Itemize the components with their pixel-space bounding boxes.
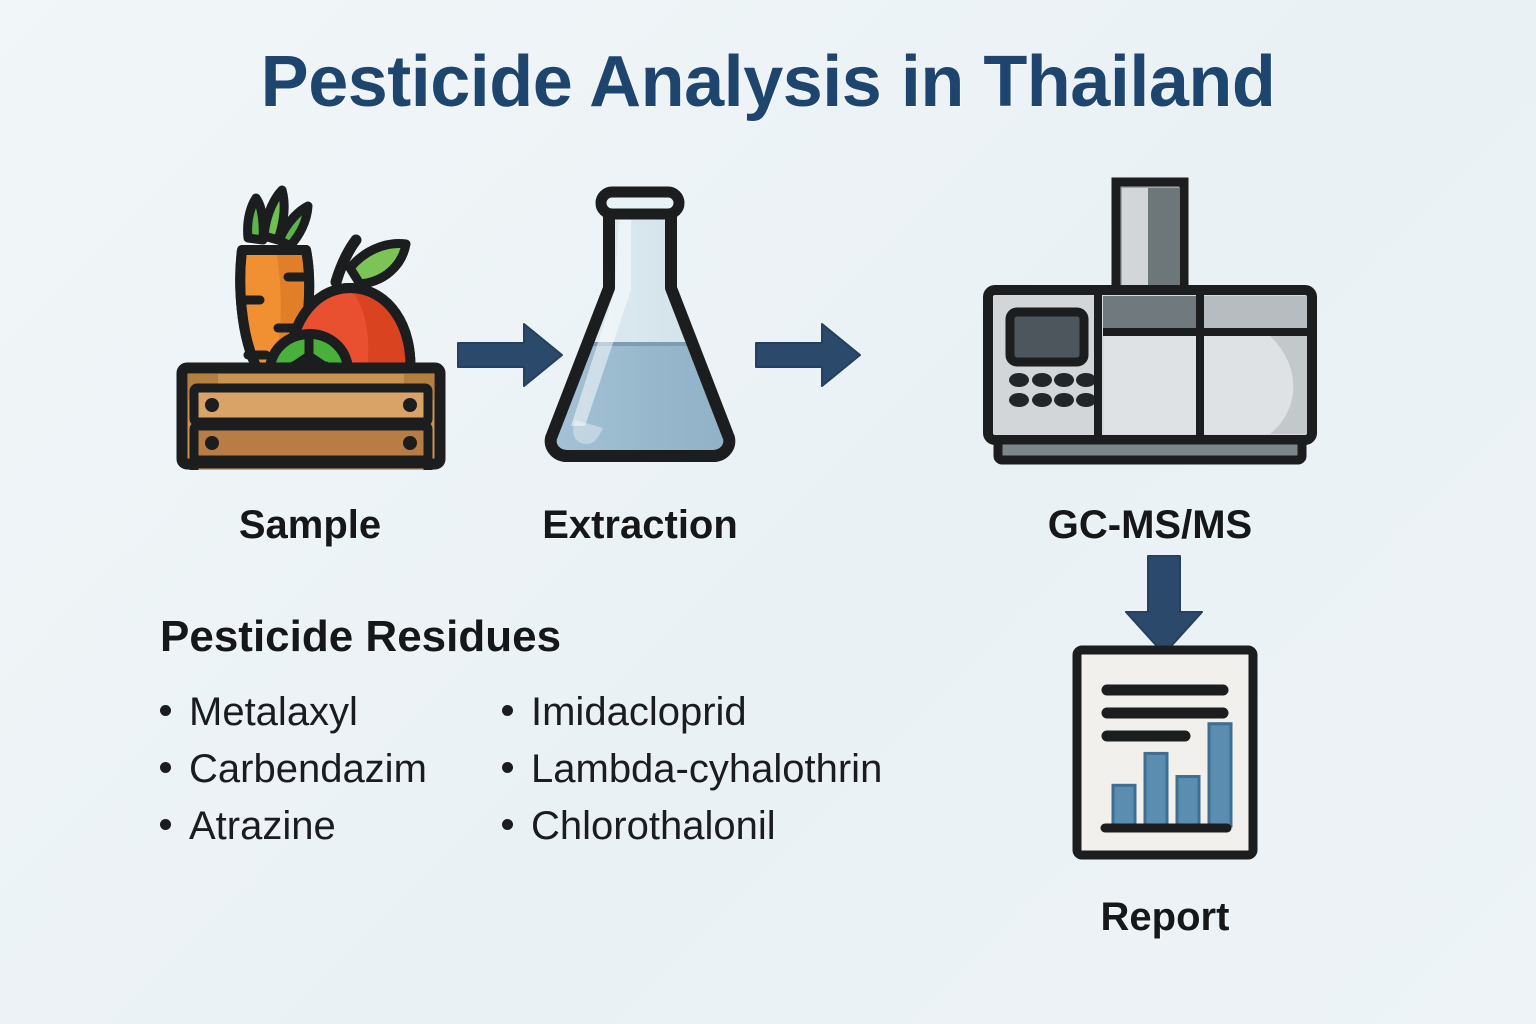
pesticide-residues-section: Pesticide Residues Metalaxyl Carbendazim… (160, 612, 990, 854)
residue-label: Carbendazim (189, 746, 427, 791)
bullet-icon (160, 705, 171, 716)
bullet-icon (502, 705, 513, 716)
bullet-icon (160, 818, 171, 830)
residue-label: Metalaxyl (189, 690, 358, 734)
flow-step-gcmsms: GC-MS/MS (970, 170, 1330, 548)
erlenmeyer-flask-icon (515, 170, 765, 475)
flow-step-gcmsms-label: GC-MS/MS (1047, 503, 1253, 547)
report-bar (1175, 775, 1201, 828)
arrow-right-icon (748, 310, 868, 400)
arrow-right-icon (450, 310, 570, 400)
gc-ms-instrument-icon (970, 170, 1330, 475)
list-item: Metalaxyl (160, 684, 490, 741)
flow-step-report: Report (1030, 640, 1300, 940)
bullet-icon (160, 761, 171, 773)
list-item: Imidacloprid (502, 684, 982, 741)
report-document-icon (1030, 640, 1300, 875)
residue-label: Lambda-cyhalothrin (531, 746, 883, 791)
residues-heading: Pesticide Residues (160, 612, 562, 661)
report-bar (1207, 722, 1233, 828)
flow-step-report-label: Report (1100, 895, 1230, 939)
bullet-icon (502, 818, 513, 830)
residue-label: Chlorothalonil (531, 803, 776, 848)
residue-label: Atrazine (189, 803, 336, 848)
flow-step-sample: Sample (160, 170, 460, 548)
residues-left-column: Metalaxyl Carbendazim Atrazine (160, 684, 490, 854)
bullet-icon (502, 761, 513, 773)
report-bar (1143, 751, 1169, 828)
report-bar (1111, 783, 1137, 828)
arrow-down-icon (1110, 550, 1220, 660)
crate-of-produce-icon (160, 170, 460, 503)
report-bar-chart (1111, 722, 1233, 828)
flow-step-extraction-label: Extraction (542, 503, 738, 547)
page-title: Pesticide Analysis in Thailand (260, 42, 1276, 122)
flow-step-extraction: Extraction (515, 170, 765, 548)
list-item: Chlorothalonil (502, 798, 982, 855)
residue-label: Imidacloprid (531, 690, 747, 734)
list-item: Lambda-cyhalothrin (502, 741, 982, 798)
flow-step-sample-label: Sample (238, 503, 382, 547)
list-item: Carbendazim (160, 741, 490, 798)
process-flow: Sample (140, 170, 1400, 550)
list-item: Atrazine (160, 798, 490, 855)
residues-right-column: Imidacloprid Lambda-cyhalothrin Chloroth… (502, 684, 982, 854)
